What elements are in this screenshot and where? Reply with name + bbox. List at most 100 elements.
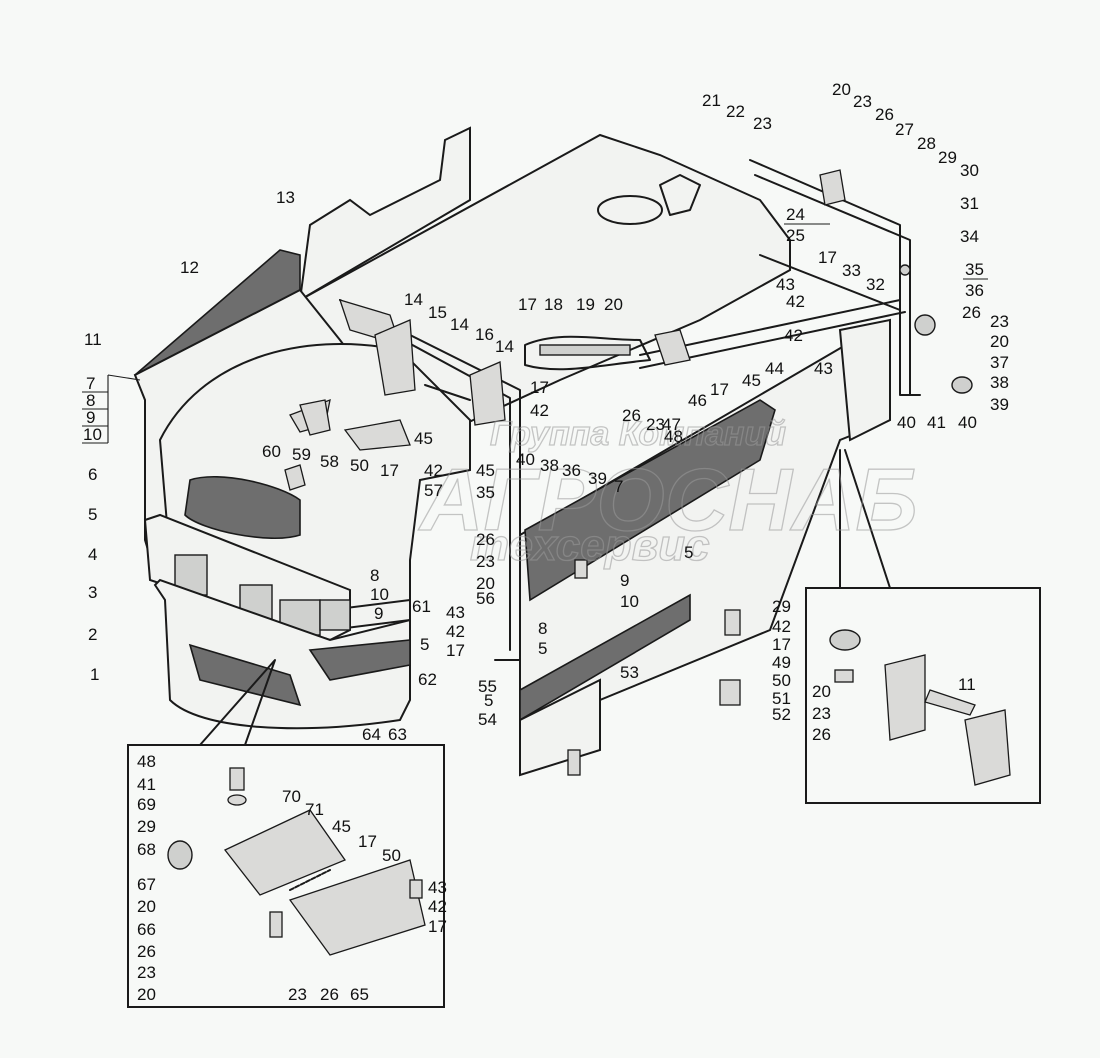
knob-35	[914, 314, 936, 336]
callout-label-70: 70	[282, 787, 301, 806]
callout-label-42: 42	[772, 617, 791, 636]
fraction-label: 25	[786, 226, 805, 245]
callout-label-6: 6	[88, 465, 97, 484]
callout-label-17: 17	[772, 635, 791, 654]
callout-label-59: 59	[292, 445, 311, 464]
callout-label-40: 40	[516, 450, 535, 469]
callout-label-67: 67	[137, 875, 156, 894]
callout-label-14: 14	[450, 315, 469, 334]
callout-label-29: 29	[938, 148, 957, 167]
callout-label-48: 48	[137, 752, 156, 771]
callout-label-8: 8	[370, 566, 379, 585]
callout-label-3: 3	[88, 583, 97, 602]
callout-label-14: 14	[495, 337, 514, 356]
latch-plate-71	[223, 809, 346, 896]
callout-label-64: 64	[362, 725, 381, 744]
callout-label-5: 5	[484, 691, 493, 710]
callout-label-5: 5	[420, 635, 429, 654]
inset-left-callout-labels: 4841692968672066262320707145175043421723…	[137, 752, 447, 1004]
hinge-plate	[319, 599, 351, 631]
callout-label-18: 18	[544, 295, 563, 314]
callout-label-71: 71	[305, 800, 324, 819]
callout-label-17: 17	[518, 295, 537, 314]
callout-label-29: 29	[772, 597, 791, 616]
latch-tongue-11	[924, 689, 976, 716]
pin-66	[269, 911, 283, 938]
callout-label-34: 34	[960, 227, 979, 246]
callout-label-30: 30	[960, 161, 979, 180]
callout-label-43: 43	[428, 878, 447, 897]
callout-label-12: 12	[180, 258, 199, 277]
side-panel-grille	[524, 399, 776, 602]
callout-label-15: 15	[428, 303, 447, 322]
callout-label-42: 42	[786, 292, 805, 311]
callout-label-17: 17	[530, 378, 549, 397]
callout-label-39: 39	[990, 395, 1009, 414]
callout-label-43: 43	[446, 603, 465, 622]
callout-label-20: 20	[604, 295, 623, 314]
bracket-65	[288, 859, 426, 956]
hood-latch-bracket	[659, 174, 701, 216]
callout-label-23: 23	[288, 985, 307, 1004]
lower-grille-insert	[188, 643, 302, 707]
upper-grille-insert	[184, 476, 301, 540]
callout-label-52: 52	[772, 705, 791, 724]
callout-label-50: 50	[382, 846, 401, 865]
inset-right-latch	[805, 449, 1041, 804]
callout-label-26: 26	[962, 303, 981, 322]
hinge-rail	[284, 299, 521, 661]
callout-label-58: 58	[320, 452, 339, 471]
bracket-59	[299, 399, 331, 436]
callout-label-11: 11	[84, 330, 102, 349]
callout-label-11: 11	[958, 675, 976, 694]
fraction-label: 8	[86, 391, 95, 410]
callout-label-49: 49	[772, 653, 791, 672]
callout-label-42: 42	[530, 401, 549, 420]
callout-label-10: 10	[620, 592, 639, 611]
callout-label-26: 26	[622, 406, 641, 425]
callout-label-62: 62	[418, 670, 437, 689]
callout-label-39: 39	[588, 469, 607, 488]
right-support-frame	[749, 159, 973, 396]
callout-label-2: 2	[88, 625, 97, 644]
fraction-label: 7	[86, 374, 95, 393]
callout-label-20: 20	[137, 985, 156, 1004]
callout-label-17: 17	[818, 248, 837, 267]
callout-label-35: 35	[476, 483, 495, 502]
callout-label-26: 26	[320, 985, 339, 1004]
callout-label-36: 36	[562, 461, 581, 480]
hinge-right	[469, 361, 506, 426]
spring	[289, 869, 331, 891]
callout-label-26: 26	[476, 530, 495, 549]
gas-spring-19	[539, 344, 631, 356]
knob-39	[951, 376, 973, 394]
callout-label-43: 43	[814, 359, 833, 378]
callout-label-22: 22	[726, 102, 745, 121]
callout-label-10: 10	[370, 585, 389, 604]
callout-label-45: 45	[742, 371, 761, 390]
rear-upper-panel	[298, 126, 471, 302]
callout-label-17: 17	[428, 917, 447, 936]
callout-label-23: 23	[812, 704, 831, 723]
callout-label-48: 48	[664, 427, 683, 446]
callout-label-53: 53	[620, 663, 639, 682]
callout-label-42: 42	[784, 326, 803, 345]
latch-plate	[343, 419, 411, 451]
callout-label-69: 69	[137, 795, 156, 814]
callout-label-60: 60	[262, 442, 281, 461]
callout-label-23: 23	[476, 552, 495, 571]
callout-label-7: 7	[614, 477, 623, 496]
fraction-label: 10	[83, 425, 102, 444]
callout-label-63: 63	[388, 725, 407, 744]
callout-label-23: 23	[137, 963, 156, 982]
side-panel-trim-55	[519, 593, 691, 722]
callout-label-5: 5	[88, 505, 97, 524]
fraction-35-36: 35 36	[963, 260, 988, 300]
pin-cylinder	[829, 629, 861, 651]
fraction-7-10: 7 8 9 10	[82, 374, 141, 444]
rear-side-panel-43	[838, 318, 891, 442]
callout-label-38: 38	[540, 456, 559, 475]
bracket-27	[819, 169, 846, 206]
